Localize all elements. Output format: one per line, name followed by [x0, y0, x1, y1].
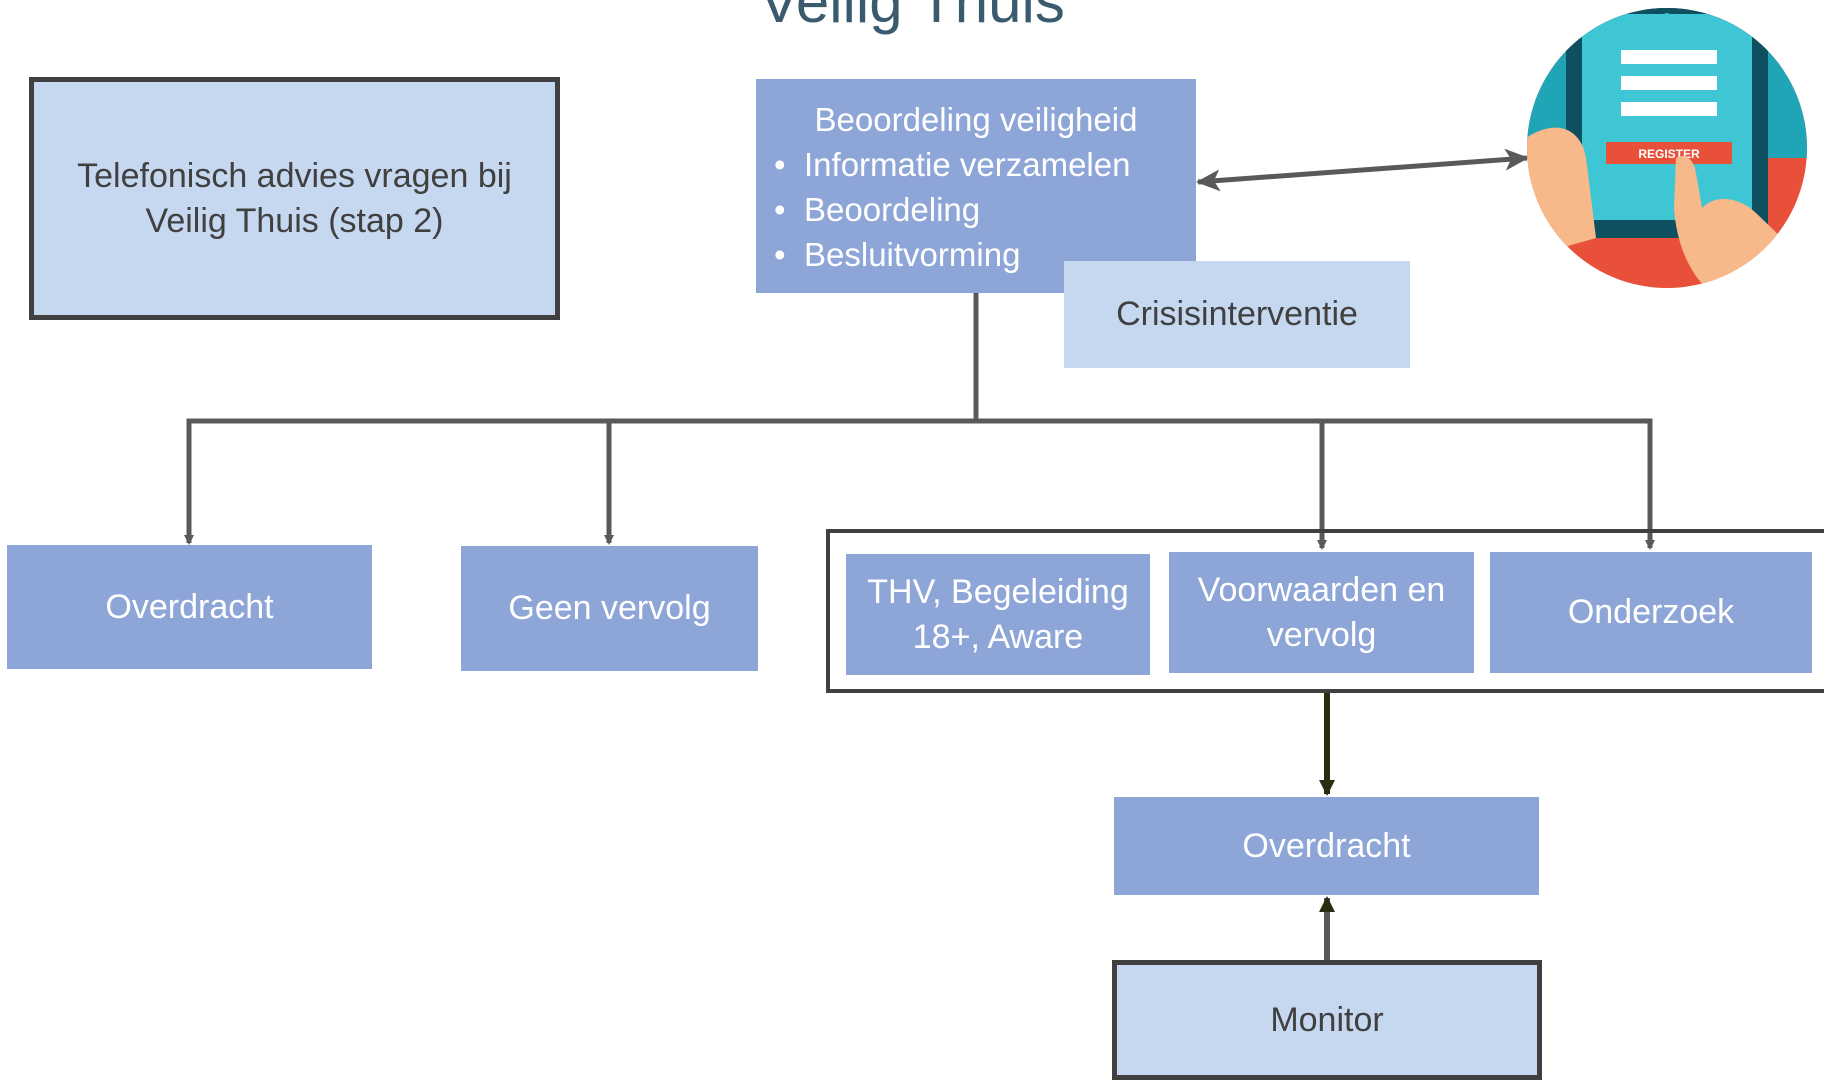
no-followup-label: Geen vervolg — [508, 589, 711, 627]
handover-label: Overdracht — [1242, 826, 1411, 865]
conditions-line-1: Voorwaarden en — [1197, 570, 1446, 609]
conditions-line-2: vervolg — [1266, 615, 1377, 654]
monitor-box: Monitor — [1112, 960, 1542, 1080]
assessment-bullet: Besluitvorming — [774, 232, 1130, 277]
thv-box: THV, Begeleiding 18+, Aware — [846, 554, 1150, 675]
transfer-label: Overdracht — [105, 587, 274, 626]
no-followup-box: Geen vervolg — [461, 546, 758, 671]
thv-line-2: 18+, Aware — [912, 617, 1084, 656]
advice-line-1: Telefonisch advies vragen bij — [77, 156, 512, 195]
slide-title: Veilig Thuis — [759, 0, 1065, 35]
monitor-label: Monitor — [1270, 1000, 1384, 1039]
handover-box: Overdracht — [1114, 797, 1539, 895]
assessment-bullet: Informatie verzamelen — [774, 142, 1130, 187]
branch-left — [184, 418, 976, 545]
register-label: REGISTER — [1638, 147, 1700, 161]
double-arrow — [1196, 148, 1529, 192]
thv-line-1: THV, Begeleiding — [867, 572, 1129, 611]
crisis-box: Crisisinterventie — [1064, 261, 1410, 368]
advice-line-2: Veilig Thuis (stap 2) — [145, 201, 444, 240]
investigation-label: Onderzoek — [1567, 593, 1735, 631]
conditions-box: Voorwaarden en vervolg — [1169, 552, 1474, 673]
assessment-heading: Beoordeling veiligheid — [814, 101, 1138, 138]
tablet-register-icon: REGISTER — [1527, 8, 1807, 288]
transfer-box: Overdracht — [7, 545, 372, 669]
investigation-box: Onderzoek — [1490, 552, 1812, 673]
advice-box: Telefonisch advies vragen bij Veilig Thu… — [29, 77, 560, 320]
assessment-bullets: Informatie verzamelen Beoordeling Beslui… — [756, 142, 1130, 277]
followup-group — [826, 529, 1824, 693]
assessment-box: Beoordeling veiligheid Informatie verzam… — [756, 79, 1196, 293]
crisis-label: Crisisinterventie — [1116, 295, 1358, 333]
assessment-bullet: Beoordeling — [774, 187, 1130, 232]
branch-right — [976, 418, 1655, 550]
